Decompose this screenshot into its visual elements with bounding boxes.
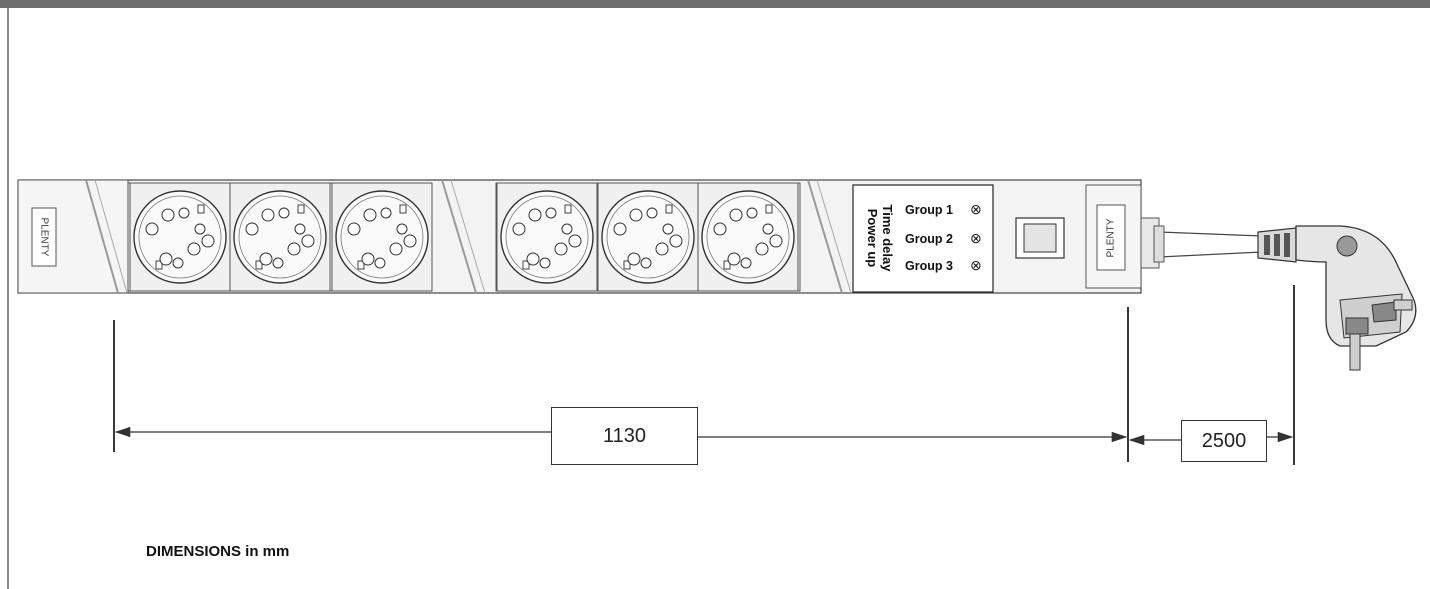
dimensions-note: DIMENSIONS in mm [146,543,290,560]
brand-label-left-text: PLENTY [38,218,49,257]
panel-group-3-label: Group 3 [905,259,953,273]
control-panel: Power up Time delay Group 1 Group 2 Grou… [852,184,994,293]
group-3-indicator-icon: ⊗ [970,257,982,273]
panel-time-delay-text: Time delay [880,205,895,273]
frame-left-border [7,8,9,589]
schuko-plug [1257,225,1417,371]
socket-group [129,182,799,292]
socket-outlet [697,182,799,292]
panel-group-2-label: Group 2 [905,232,953,246]
dimension-lines [113,285,1295,465]
panel-group-1-label: Group 1 [905,203,953,217]
brand-label-right-text: PLENTY [1106,218,1117,257]
socket-outlet [597,182,699,292]
power-cable [1153,225,1263,263]
brand-label-left: PLENTY [31,207,57,267]
cable-dimension-label: 2500 [1181,420,1267,462]
group-1-indicator-icon: ⊗ [970,201,982,217]
socket-outlet [496,182,598,292]
power-switch[interactable] [1015,217,1065,259]
panel-power-up-text: Power up [865,209,880,268]
brand-label-right: PLENTY [1096,204,1126,271]
socket-outlet [129,182,231,292]
socket-outlet [331,182,433,292]
frame-top-border [0,0,1430,8]
group-2-indicator-icon: ⊗ [970,230,982,246]
socket-outlet [229,182,331,292]
length-dimension-label: 1130 [551,407,698,465]
